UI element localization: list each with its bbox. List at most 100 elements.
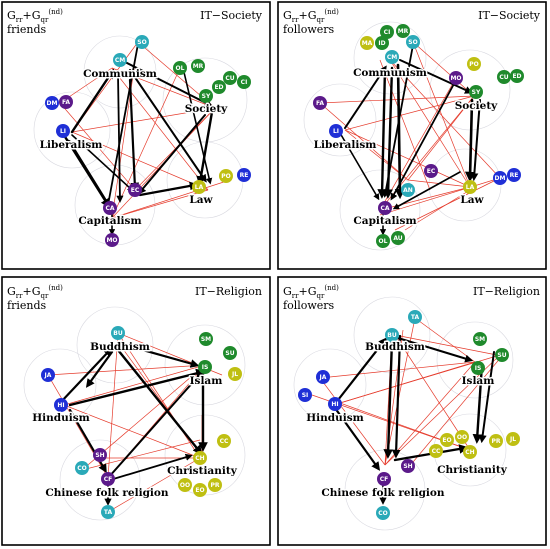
topic-society: Society <box>455 100 498 112</box>
panel-religion-friends: Grr+Gqr(nd) friends IT−Religion <box>1 276 271 546</box>
node-cf: CF <box>377 472 391 486</box>
topic-law: Law <box>189 194 213 206</box>
node-co: CO <box>376 506 390 520</box>
node-ma: MA <box>360 36 374 50</box>
strong-edges <box>339 44 481 236</box>
topic-islam: Islam <box>190 375 223 387</box>
node-pr: PR <box>489 434 503 448</box>
svg-text:CH: CH <box>195 455 204 462</box>
svg-text:SH: SH <box>403 463 412 470</box>
svg-text:EO: EO <box>442 437 451 444</box>
node-su: SU <box>223 346 237 360</box>
svg-text:RE: RE <box>510 172 519 179</box>
panel-header: Grr+Gqr(nd) <box>283 284 339 300</box>
panel-frame <box>1 276 271 546</box>
panel-title: IT−Religion <box>473 285 540 298</box>
node-ja: JA <box>316 370 330 384</box>
topic-capitalism: Capitalism <box>353 215 416 227</box>
node-so: SO <box>135 35 149 49</box>
svg-text:CU: CU <box>225 75 234 82</box>
topic-hinduism: Hinduism <box>32 412 90 424</box>
node-re: RE <box>507 168 521 182</box>
svg-text:SY: SY <box>472 89 481 96</box>
topic-christianity: Christianity <box>437 464 508 476</box>
svg-text:OL: OL <box>176 65 185 72</box>
node-co: CO <box>75 461 89 475</box>
svg-text:CA: CA <box>380 205 389 212</box>
svg-text:CF: CF <box>380 476 389 483</box>
node-sh: SH <box>93 448 107 462</box>
topic-christianity: Christianity <box>167 465 238 477</box>
node-re: RE <box>237 168 251 182</box>
svg-text:JA: JA <box>44 372 52 379</box>
node-ta: TA <box>101 505 115 519</box>
node-sm: SM <box>199 332 213 346</box>
panel-title: IT−Religion <box>195 285 262 298</box>
svg-text:HI: HI <box>331 401 338 408</box>
svg-text:SM: SM <box>201 336 211 343</box>
topic-buddhism: Buddhism <box>365 341 425 353</box>
node-sm: SM <box>473 332 487 346</box>
node-ch: CH <box>463 445 477 459</box>
svg-text:CI: CI <box>241 79 248 86</box>
svg-text:MO: MO <box>106 237 117 244</box>
svg-text:SI: SI <box>302 392 309 399</box>
svg-text:EC: EC <box>131 187 140 194</box>
svg-text:CI: CI <box>384 29 391 36</box>
svg-text:OO: OO <box>180 482 190 489</box>
svg-text:SM: SM <box>475 336 485 343</box>
node-su: SU <box>495 348 509 362</box>
topic-hinduism: Hinduism <box>306 412 364 424</box>
node-cf: CF <box>101 472 115 486</box>
svg-text:PO: PO <box>469 61 479 68</box>
svg-text:SO: SO <box>408 39 417 46</box>
svg-text:CO: CO <box>378 510 388 517</box>
svg-text:RE: RE <box>240 172 249 179</box>
node-ch: CH <box>193 451 207 465</box>
svg-text:EO: EO <box>195 487 204 494</box>
node-cc: CC <box>429 444 443 458</box>
svg-text:ED: ED <box>512 73 521 80</box>
panel-subheader: followers <box>283 23 335 36</box>
node-fa: FA <box>59 95 73 109</box>
svg-text:CC: CC <box>432 448 441 455</box>
node-jl: JL <box>228 367 242 381</box>
svg-text:DM: DM <box>47 100 58 107</box>
strong-edges <box>333 334 495 505</box>
node-po: PO <box>219 169 233 183</box>
node-is: IS <box>198 360 212 374</box>
svg-text:CM: CM <box>115 57 125 64</box>
svg-text:CF: CF <box>104 476 113 483</box>
svg-text:MR: MR <box>398 28 409 35</box>
node-eo: EO <box>193 483 207 497</box>
svg-text:IS: IS <box>202 364 209 371</box>
svg-text:MO: MO <box>450 75 461 82</box>
panel-society-friends: Grr+Gqr(nd) friends IT−Society <box>1 1 271 270</box>
panel-religion-followers: Grr+Gqr(nd) followers IT−Religion <box>277 276 547 546</box>
node-ed: ED <box>510 69 524 83</box>
svg-text:LI: LI <box>60 128 66 135</box>
topic-society: Society <box>185 103 228 115</box>
svg-text:ED: ED <box>214 84 223 91</box>
topic-capitalism: Capitalism <box>78 215 141 227</box>
node-ed: ED <box>212 80 226 94</box>
node-ci: CI <box>237 75 251 89</box>
node-oo: OO <box>178 478 192 492</box>
node-mr: MR <box>191 59 205 73</box>
node-mr: MR <box>396 24 410 38</box>
svg-text:IS: IS <box>475 365 482 372</box>
topic-chinese-folk-religion: Chinese folk religion <box>321 487 445 499</box>
topic-chinese-folk-religion: Chinese folk religion <box>45 487 169 499</box>
panel-title: IT−Society <box>200 9 263 22</box>
node-li: LI <box>56 124 70 138</box>
node-ec: EC <box>128 183 142 197</box>
node-dm: DM <box>493 171 507 185</box>
topic-liberalism: Liberalism <box>314 139 377 151</box>
svg-text:JL: JL <box>231 371 238 378</box>
svg-text:OL: OL <box>379 238 388 245</box>
node-sh: SH <box>401 459 415 473</box>
node-ec: EC <box>424 164 438 178</box>
svg-text:LA: LA <box>466 184 475 191</box>
node-an: AN <box>401 183 415 197</box>
panel-header: Grr+Gqr(nd) <box>283 8 339 24</box>
